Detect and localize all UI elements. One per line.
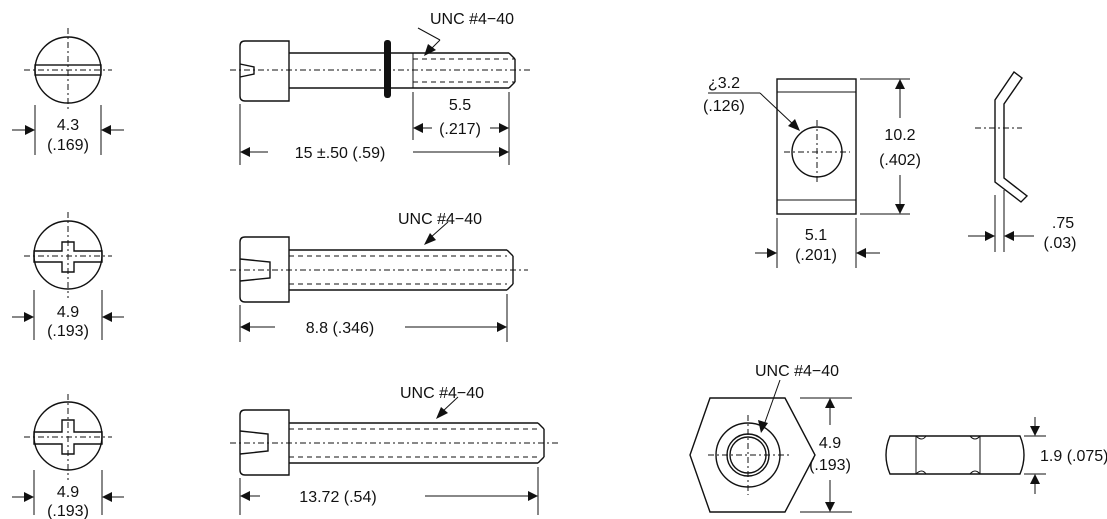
clip-thickness-in-label: (.03) [1044,235,1077,252]
screw2-dia-label: 4.9 [57,304,79,321]
screw1-end-view: 4.3 (.169) [12,28,124,155]
screw1-length-label: 15 ±.50 (.59) [295,145,386,162]
screw2-side-view: UNC #4−40 8.8 (.346) [230,211,528,342]
clip-side-view: .75 (.03) [968,70,1077,252]
screw1-thread-len-in-label: (.217) [439,121,481,138]
clip-thickness-label: .75 [1052,215,1074,232]
nut-af-in-label: (.193) [809,457,851,474]
clip-height-label: 10.2 [884,127,915,144]
screw2-thread-label: UNC #4−40 [398,211,482,228]
screw3-dia-label: 4.9 [57,484,79,501]
screw1-dia-in-label: (.169) [47,137,89,154]
clip-width-in-label: (.201) [795,247,837,264]
screw1-side-view: UNC #4−40 5.5 (.217) 15 ±.50 (.59) [230,11,530,165]
nut-front-view: UNC #4−40 4.9 (.193) [689,363,852,513]
clip-hole-in-label: (.126) [703,98,745,115]
clip-hole-label: ¿3.2 [708,75,740,92]
nut-side-view: 1.9 (.075) [885,417,1107,494]
screw1-dia-label: 4.3 [57,117,79,134]
screw2-end-view: 4.9 (.193) [12,212,124,340]
nut-thickness-label: 1.9 (.075) [1040,448,1107,465]
nut-af-label: 4.9 [819,435,841,452]
nut-thread-label: UNC #4−40 [755,363,839,380]
clip-front-view: ¿3.2 (.126) 10.2 (.402) 5.1 (.201) [703,75,921,268]
screw3-thread-label: UNC #4−40 [400,385,484,402]
screw2-dia-in-label: (.193) [47,323,89,340]
screw3-end-view: 4.9 (.193) [12,394,124,519]
clip-height-in-label: (.402) [879,152,921,169]
screw2-length-label: 8.8 (.346) [306,320,374,337]
screw3-dia-in-label: (.193) [47,503,89,519]
screw1-thread-label: UNC #4−40 [430,11,514,28]
clip-width-label: 5.1 [805,227,827,244]
screw1-thread-len-label: 5.5 [449,97,471,114]
screw3-length-label: 13.72 (.54) [299,489,376,506]
screw3-side-view: UNC #4−40 13.72 (.54) [230,385,560,515]
